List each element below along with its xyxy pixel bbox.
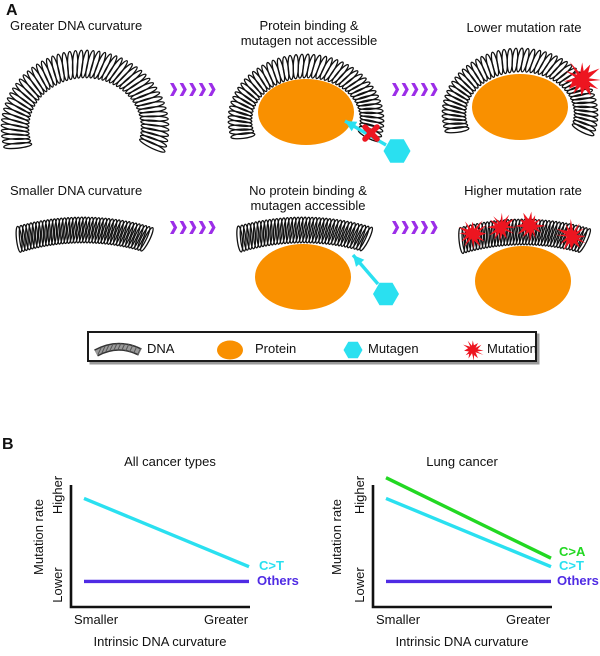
scene-higher-mutation xyxy=(458,211,592,316)
legend-label-mutagen: Mutagen xyxy=(368,341,419,356)
caption-protein-binding: Protein binding & mutagen not accessible xyxy=(240,18,378,48)
mutagen-hexagon-icon xyxy=(373,282,399,306)
protein-ellipse-icon xyxy=(255,244,351,310)
series-line-C>T xyxy=(83,496,250,569)
caption-no-protein-binding: No protein binding & mutagen accessible xyxy=(249,183,367,213)
mutagen-access-arrow xyxy=(351,253,399,306)
xtick-smaller-left: Smaller xyxy=(73,612,119,627)
ytick-lower-right: Lower xyxy=(352,567,367,603)
ytick-higher-left: Higher xyxy=(50,475,65,515)
axes xyxy=(69,485,250,609)
panel-b-label: B xyxy=(2,436,14,453)
flow-arrow-icon xyxy=(170,83,216,96)
scene-no-binding xyxy=(236,216,374,310)
dna-smaller-curvature-icon xyxy=(15,216,154,253)
mutation-star-icon xyxy=(555,219,586,251)
legend-swatches xyxy=(94,340,484,362)
series-label-others-right: Others xyxy=(557,573,599,588)
xlabel-right: Intrinsic DNA curvature xyxy=(395,634,529,649)
ylabel-right: Mutation rate xyxy=(329,499,344,575)
protein-ellipse-icon xyxy=(258,79,354,145)
scene-lower-mutation xyxy=(441,47,600,140)
legend-label-mutation: Mutation xyxy=(487,341,537,356)
xlabel-left: Intrinsic DNA curvature xyxy=(93,634,227,649)
flow-arrow-icon xyxy=(392,83,438,96)
ylabel-left: Mutation rate xyxy=(31,499,46,575)
series-label-others-left: Others xyxy=(257,573,299,588)
ytick-higher-right: Higher xyxy=(352,475,367,515)
series-label-ct-left: C>T xyxy=(259,558,284,573)
series-line-C>T xyxy=(385,496,552,569)
scene-protein-bound xyxy=(227,53,385,145)
protein-ellipse-icon xyxy=(217,340,243,360)
caption-greater-curvature: Greater DNA curvature xyxy=(10,18,143,33)
legend-box xyxy=(87,331,537,362)
ytick-lower-left: Lower xyxy=(50,567,65,603)
flow-arrow-icon xyxy=(392,221,438,234)
panel-a-label: A xyxy=(6,2,18,19)
chart-title-all-cancers: All cancer types xyxy=(124,454,216,469)
mutation-star-icon xyxy=(463,340,484,362)
caption-lower-mutation-rate: Lower mutation rate xyxy=(466,20,582,35)
xtick-greater-left: Greater xyxy=(203,612,249,627)
series-label-ca-right: C>A xyxy=(559,544,586,559)
xtick-smaller-right: Smaller xyxy=(375,612,421,627)
series-label-ct-right: C>T xyxy=(559,558,584,573)
chart-title-lung-cancer: Lung cancer xyxy=(426,454,498,469)
dna-greater-curvature-icon xyxy=(0,49,170,153)
mutagen-hexagon-icon xyxy=(383,139,411,163)
mutagen-hexagon-icon xyxy=(343,341,363,359)
mutation-star-icon xyxy=(563,62,600,96)
xtick-greater-right: Greater xyxy=(505,612,551,627)
chart-all-cancer-types xyxy=(69,485,250,609)
protein-ellipse-icon xyxy=(472,74,568,140)
mutation-star-icon xyxy=(458,220,487,250)
legend-label-dna: DNA xyxy=(147,341,175,356)
axes xyxy=(371,485,552,609)
legend-label-protein: Protein xyxy=(255,341,297,356)
caption-smaller-curvature: Smaller DNA curvature xyxy=(10,183,143,198)
caption-higher-mutation-rate: Higher mutation rate xyxy=(464,183,582,198)
chart-lung-cancer xyxy=(371,476,552,609)
protein-ellipse-icon xyxy=(475,246,571,316)
mutation-star-icon xyxy=(487,212,517,241)
series-line-C>A xyxy=(385,476,552,560)
mutation-star-icon xyxy=(514,211,546,242)
mutagen-blocked-arrow xyxy=(344,119,411,163)
flow-arrow-icon xyxy=(170,221,216,234)
